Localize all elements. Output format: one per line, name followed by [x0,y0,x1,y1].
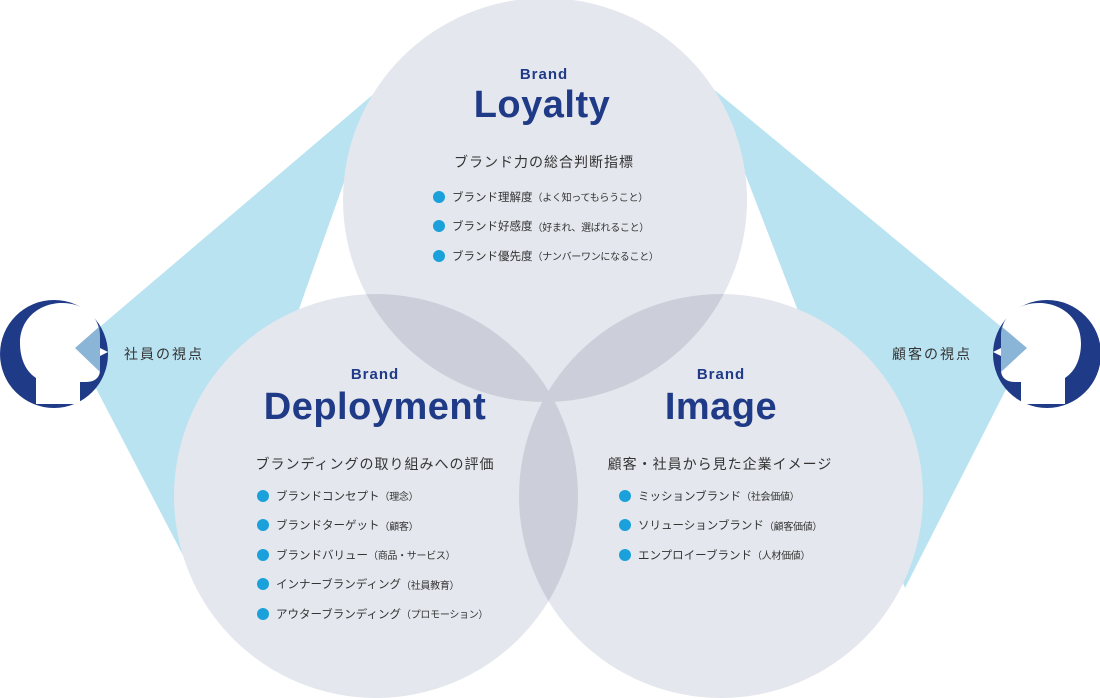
list-item: ブランドコンセプト （理念） [257,481,488,511]
loyalty-list: ブランド理解度 （よく知ってもらうこと） ブランド好感度 （好まれ、選ばれること… [433,182,659,271]
list-item: ブランドバリュー （商品・サービス） [257,540,488,570]
item-label: ソリューションブランド [638,518,764,533]
bullet-dot-icon [257,607,269,620]
list-item: ブランド優先度 （ナンバーワンになること） [433,241,659,271]
bullet-dot-icon [619,489,631,502]
bullet-dot-icon [619,548,631,561]
list-item: ブランド好感度 （好まれ、選ばれること） [433,212,659,242]
right-person-icon [993,300,1100,408]
customer-viewpoint-label: 顧客の視点 [892,347,972,363]
item-label: ブランド理解度 [452,189,533,204]
left-person-icon [0,300,108,408]
item-label: ブランド優先度 [452,248,533,263]
item-note: （商品・サービス） [368,551,456,563]
image-circle [519,294,923,698]
image-brand-label: Brand [696,366,746,383]
loyalty-circle [343,0,747,402]
item-note: （ナンバーワンになること） [532,252,659,264]
bullet-dot-icon [257,548,269,561]
item-label: エンプロイーブランド [638,547,752,562]
bullet-dot-icon [433,220,445,233]
item-note: （顧客） [379,521,419,533]
list-item: ミッションブランド （社会価値） [619,481,822,511]
image-subtitle: 顧客・社員から見た企業イメージ [607,457,833,473]
item-label: アウターブランディング [276,606,402,621]
left-view-beam [75,92,376,588]
item-label: ブランドターゲット [276,518,380,533]
image-list: ミッションブランド （社会価値） ソリューションブランド （顧客価値） エンプロ… [619,481,822,570]
item-note: （好まれ、選ばれること） [532,222,650,234]
list-item: ソリューションブランド （顧客価値） [619,511,822,541]
item-label: ブランドコンセプト [276,488,380,503]
item-label: ミッションブランド [638,488,742,503]
bullet-dot-icon [619,519,631,532]
bullet-dot-icon [257,519,269,532]
item-note: （顧客価値） [763,521,823,533]
bullet-dot-icon [433,190,445,203]
deployment-circle [174,294,578,698]
deployment-subtitle: ブランディングの取り組みへの評価 [255,457,495,473]
list-item: インナーブランディング （社員教育） [257,570,488,600]
list-item: アウターブランディング （プロモーション） [257,599,488,629]
item-note: （よく知ってもらうこと） [532,193,649,205]
bullet-dot-icon [257,578,269,591]
list-item: エンプロイーブランド （人材価値） [619,540,822,570]
item-note: （社員教育） [401,580,460,592]
loyalty-subtitle: ブランド力の総合判断指標 [454,155,634,171]
item-note: （プロモーション） [401,610,489,622]
right-view-beam [712,88,1027,588]
item-label: インナーブランディング [276,577,402,592]
item-note: （人材価値） [751,551,811,563]
loyalty-title: Loyalty [473,84,611,126]
item-note: （理念） [379,492,419,504]
item-label: ブランドバリュー [276,547,368,562]
deployment-title: Deployment [263,386,487,428]
item-note: （社会価値） [741,492,800,504]
employee-viewpoint-label: 社員の視点 [124,347,204,363]
bullet-dot-icon [257,489,269,502]
item-label: ブランド好感度 [452,219,533,234]
list-item: ブランドターゲット （顧客） [257,511,488,541]
image-title: Image [664,386,778,428]
bullet-dot-icon [433,249,445,262]
loyalty-brand-label: Brand [519,66,569,83]
list-item: ブランド理解度 （よく知ってもらうこと） [433,182,659,212]
deployment-brand-label: Brand [350,366,400,383]
deployment-list: ブランドコンセプト （理念） ブランドターゲット （顧客） ブランドバリュー （… [257,481,488,629]
